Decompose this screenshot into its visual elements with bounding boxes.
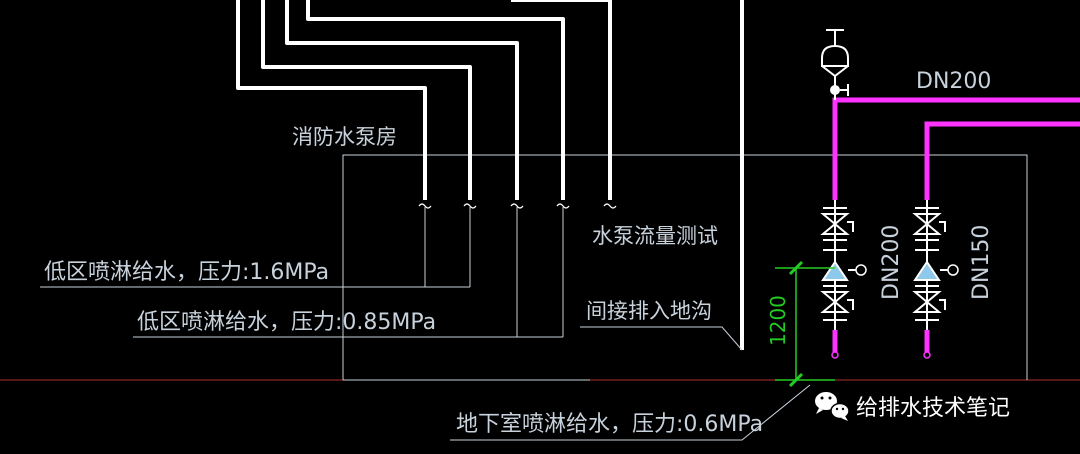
- watermark-text: 给排水技术笔记: [856, 396, 1010, 421]
- dn200-vertical-label: DN200: [879, 225, 904, 300]
- dimension-1200-label: 1200: [766, 295, 790, 346]
- white-pipe-5: [511, 0, 612, 200]
- white-pipes: [236, 0, 744, 350]
- dn150-pipe: [924, 121, 1080, 200]
- leader-lines: [40, 207, 811, 441]
- basement-0-6-label: 地下室喷淋给水，压力:0.6MPa: [456, 412, 763, 437]
- white-pipe-1: [236, 0, 427, 200]
- wechat-icon: [815, 392, 850, 421]
- white-pipe-3: [285, 0, 519, 200]
- test-device-node: [830, 85, 840, 95]
- white-pipe-2: [261, 0, 472, 200]
- white-pipe-4: [306, 0, 565, 200]
- pump-flow-test-label: 水泵流量测试: [592, 224, 718, 248]
- dn150-vertical-label: DN150: [969, 225, 994, 300]
- magenta-pipes: [832, 97, 1080, 352]
- low-zone-0-85-label: 低区喷淋给水，压力:0.85MPa: [137, 310, 436, 335]
- pump-room-label: 消防水泵房: [292, 125, 397, 149]
- indirect-drain-label: 间接排入地沟: [586, 299, 712, 323]
- watermark: 给排水技术笔记: [815, 392, 1010, 421]
- valve-stack-dn200: [820, 200, 856, 330]
- pipe-break-marks: [418, 203, 617, 209]
- dimension-1200: [775, 260, 835, 388]
- low-zone-1-6-label: 低区喷淋给水，压力:1.6MPa: [44, 260, 329, 285]
- dn200-pipe: [832, 97, 1080, 200]
- dn200-top-label: DN200: [916, 69, 991, 94]
- valve-stack-dn150: [912, 200, 948, 330]
- pump-room-frame: [342, 154, 1028, 381]
